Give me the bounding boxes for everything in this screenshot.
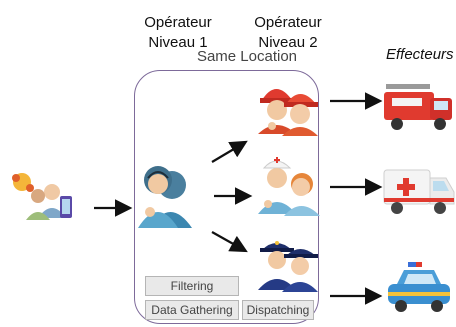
operator-level1-line1: Opérateur [144, 14, 212, 31]
firefighters-icon [258, 89, 318, 136]
same-location-box [134, 70, 319, 324]
effecteurs-label: Effecteurs [386, 46, 454, 63]
police-icon [258, 241, 318, 292]
operator-level1-line2: Niveau 1 [148, 34, 208, 51]
arrow-to-firefighters [211, 140, 248, 163]
operator-level1-icon [138, 166, 192, 228]
operator-level2-title: Opérateur Niveau 2 [238, 13, 338, 53]
data-gathering-tag: Data Gathering [145, 300, 239, 320]
ambulance-icon [383, 169, 455, 214]
operator-level1-title: Opérateur Niveau 1 [128, 13, 228, 53]
caller-icon [12, 173, 72, 220]
dispatching-tag: Dispatching [242, 300, 314, 320]
fire-truck-icon [384, 84, 452, 130]
arrow-to-police [211, 231, 248, 253]
operator-level2-line1: Opérateur [254, 14, 322, 31]
operator-level2-line2: Niveau 2 [258, 34, 318, 51]
police-car-icon [388, 262, 450, 312]
filtering-tag: Filtering [145, 276, 239, 296]
medics-icon [258, 157, 320, 216]
same-location-label: Same Location [196, 48, 298, 65]
